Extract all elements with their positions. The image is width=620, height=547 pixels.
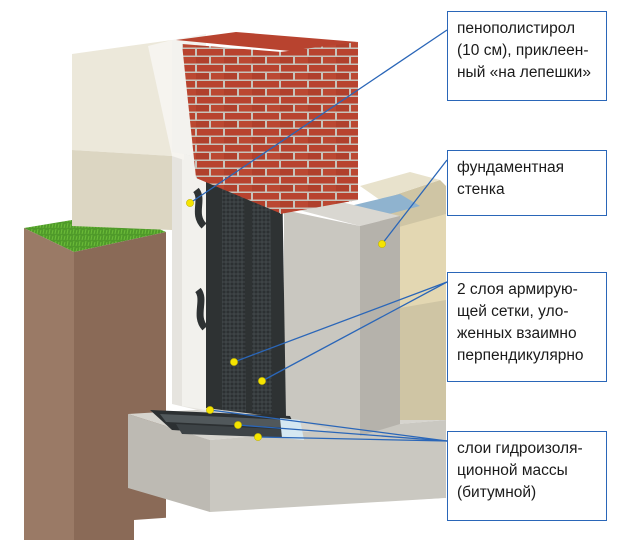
marker-bitumen-2: [234, 421, 242, 429]
marker-mesh-1: [230, 358, 238, 366]
reinforcing-mesh-layer-1: [222, 166, 246, 412]
callout-reinforcing-mesh: 2 слоя армирую- щей сетки, уло- женных в…: [447, 272, 607, 382]
polystyrene-insulation: [172, 152, 208, 412]
marker-bitumen-1: [206, 406, 214, 414]
foundation-wall: [280, 196, 400, 436]
marker-mesh-2: [258, 377, 266, 385]
marker-foundation-wall: [378, 240, 386, 248]
callout-bitumen-layers: слои гидроизоля- ционной массы (битумной…: [447, 431, 607, 521]
marker-dots: [186, 199, 386, 441]
marker-bitumen-3: [254, 433, 262, 441]
callout-foundation-wall: фундаментная стенка: [447, 150, 607, 216]
callout-insulation: пенополистирол (10 см), приклеен- ный «н…: [447, 11, 607, 101]
brick-wall: [176, 32, 358, 214]
marker-insulation: [186, 199, 194, 207]
leader-lines: [189, 29, 448, 442]
